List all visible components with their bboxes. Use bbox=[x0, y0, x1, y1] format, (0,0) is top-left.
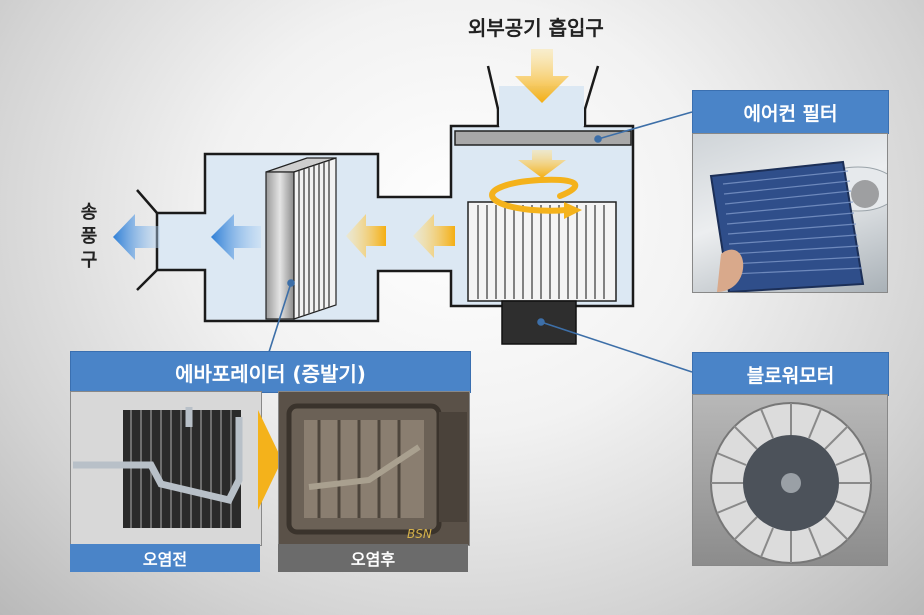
intake-arrow bbox=[515, 49, 569, 103]
outlet-label: 송풍구 bbox=[80, 202, 98, 271]
watermark: BSN bbox=[407, 527, 432, 541]
evaporator-dirty-photo: BSN bbox=[278, 391, 470, 546]
before-after-arrow bbox=[258, 410, 282, 510]
filter-photo bbox=[692, 133, 888, 293]
blower-callout-label: 블로워모터 bbox=[692, 352, 889, 396]
outlet-arrow bbox=[113, 214, 160, 260]
flow-arrow-right bbox=[413, 214, 455, 258]
filter-callout-label: 에어컨 필터 bbox=[692, 90, 889, 134]
cool-flow-arrow bbox=[211, 214, 261, 260]
down-flow-arrow bbox=[518, 150, 566, 178]
rotation-arrow bbox=[489, 176, 582, 219]
flow-arrow-mid bbox=[346, 214, 386, 258]
after-label: 오염후 bbox=[278, 544, 468, 572]
intake-label: 외부공기 흡입구 bbox=[468, 16, 604, 40]
outlet-flare bbox=[136, 189, 158, 291]
before-label: 오염전 bbox=[70, 544, 260, 572]
blower-photo bbox=[692, 394, 888, 566]
evaporator-core bbox=[265, 157, 337, 320]
evaporator-callout-label: 에바포레이터 (증발기) bbox=[70, 351, 471, 393]
blower-wheel bbox=[467, 201, 617, 302]
air-filter bbox=[454, 130, 632, 146]
intake-funnel bbox=[486, 65, 600, 110]
evaporator-clean-photo bbox=[70, 391, 262, 546]
